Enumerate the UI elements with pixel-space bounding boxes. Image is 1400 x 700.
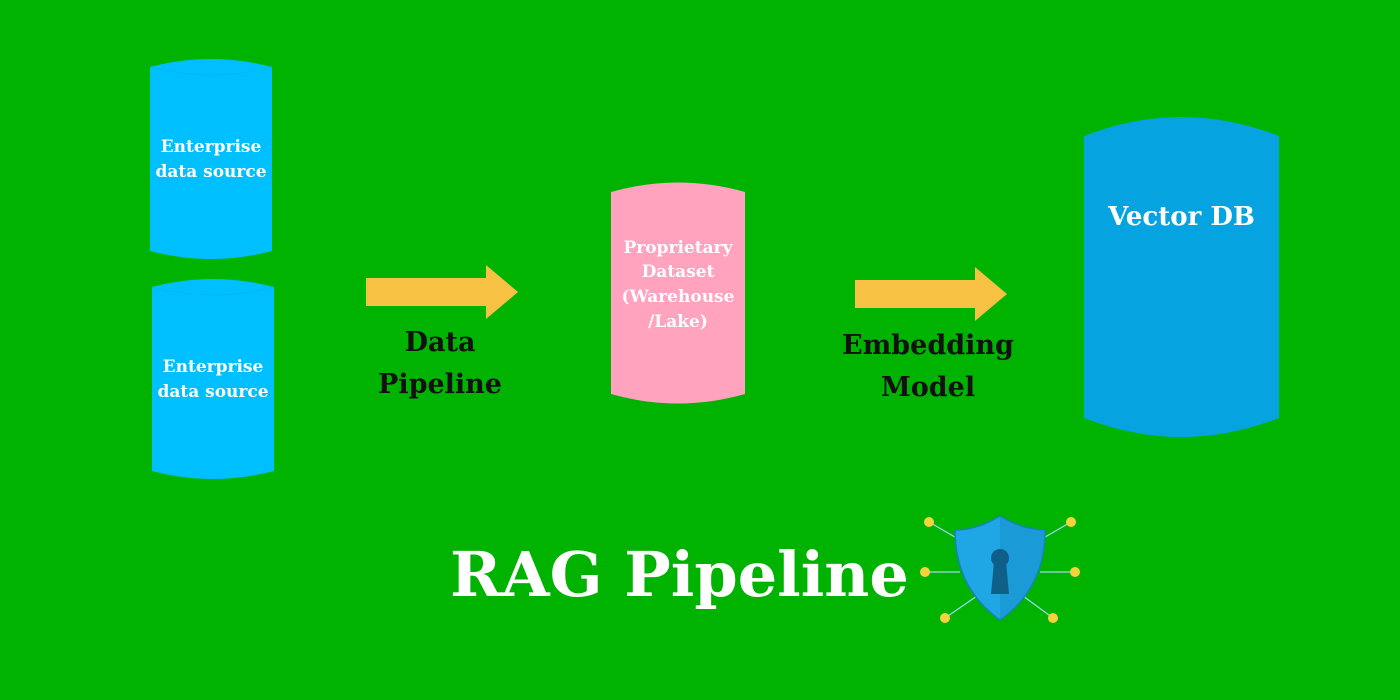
source-label-line1: Enterprise xyxy=(162,357,264,378)
vector-db-cylinder: Vector DB xyxy=(1084,112,1279,442)
cylinder-shape xyxy=(150,59,272,259)
source-label-line2: data source xyxy=(155,162,267,182)
cylinder-shape xyxy=(1084,117,1279,437)
source-label-line2: data source xyxy=(157,382,269,402)
data-pipeline-label: Data Pipeline xyxy=(350,322,530,406)
dataset-label-line2: Dataset xyxy=(641,262,715,283)
cylinder-shape xyxy=(152,279,274,479)
step-label-line1: Data xyxy=(404,327,476,358)
step-label-line2: Model xyxy=(880,371,976,403)
embedding-model-label: Embedding Model xyxy=(828,325,1028,409)
enterprise-data-source-cylinder-1: Enterprise data source xyxy=(150,57,272,263)
dataset-label: Proprietary Dataset (Warehouse /Lake) xyxy=(612,236,744,335)
proprietary-dataset-cylinder: Proprietary Dataset (Warehouse /Lake) xyxy=(611,180,745,408)
step-label-line1: Embedding xyxy=(842,330,1014,361)
source-label: Enterprise data source xyxy=(151,135,271,184)
data-pipeline-arrow xyxy=(366,265,518,319)
source-label: Enterprise data source xyxy=(153,355,273,404)
page-title: RAG Pipeline xyxy=(450,538,909,611)
step-label-line2: Pipeline xyxy=(378,368,502,400)
shield-keyhole-icon xyxy=(920,515,1080,623)
embedding-model-arrow xyxy=(855,267,1007,321)
enterprise-data-source-cylinder-2: Enterprise data source xyxy=(152,277,274,483)
dataset-label-line4: /Lake) xyxy=(648,311,708,332)
dataset-label-line3: (Warehouse xyxy=(621,287,735,307)
dataset-label-line1: Proprietary xyxy=(623,237,733,258)
vector-db-label: Vector DB xyxy=(1108,202,1255,233)
cylinder-shape xyxy=(611,182,745,404)
source-label-line1: Enterprise xyxy=(160,137,262,158)
